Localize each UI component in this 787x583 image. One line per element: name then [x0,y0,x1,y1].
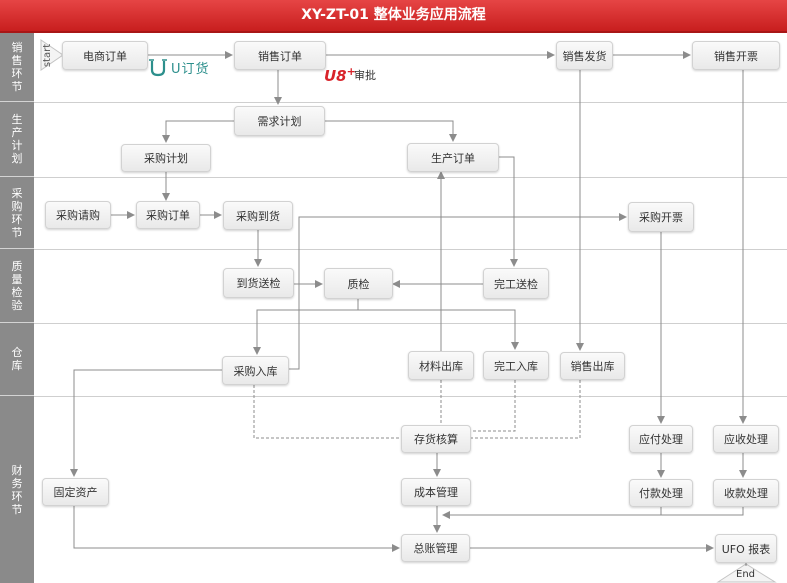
node-sales-outbound[interactable]: 销售出库 [560,352,625,380]
end-label: End [736,569,756,580]
edge-payment-collection-to-ledger [442,507,662,519]
lane-divider [34,177,787,178]
edge-purchase-inbound-to-invoice [289,213,627,370]
u8-logo-plus: + [346,65,356,78]
node-purchase-invoice[interactable]: 采购开票 [628,202,694,232]
edge-demand-to-purchase-plan [162,120,234,143]
lane-label-production: 生产计划 [0,102,34,177]
lane-divider [34,396,787,397]
u8-logo-mark: U8 [324,67,347,85]
lane-sidebar: 销售环节 生产计划 采购环节 质量检验 仓库 财务环节 [0,33,34,583]
edge-dashed-purchase-inbound [253,385,401,439]
lane-label-finance: 财务环节 [11,463,23,516]
node-material-outbound[interactable]: 材料出库 [408,351,474,380]
u8-logo: U8+ [324,65,356,85]
node-purchase-plan[interactable]: 采购计划 [121,144,211,172]
lane-divider [34,323,787,324]
edge-qc-to-purchase-inbound [253,299,359,355]
u-order-logo-mark [149,59,167,77]
node-purchase-request[interactable]: 采购请购 [45,201,111,229]
node-sales-invoice[interactable]: 销售开票 [692,41,780,70]
node-production-order[interactable]: 生产订单 [407,143,499,172]
node-completion-inbound[interactable]: 完工入库 [483,351,549,380]
edge-demand-to-production-order [325,120,457,142]
edge-production-order-to-completion-inspection [499,156,518,267]
lane-divider [34,102,787,103]
start-terminal [40,39,64,71]
node-ecommerce-order[interactable]: 电商订单 [62,41,148,70]
node-receivable-processing[interactable]: 应收处理 [713,425,779,453]
node-completion-inspection[interactable]: 完工送检 [483,268,549,299]
node-sales-shipment[interactable]: 销售发货 [556,41,613,70]
node-fixed-assets[interactable]: 固定资产 [42,478,109,506]
edge-dashed-completion-inbound [471,380,516,432]
lane-label-procurement: 采购环节 [0,177,34,249]
u-order-logo-text: U订货 [171,62,210,77]
lane-divider [34,249,787,250]
end-terminal [716,563,777,583]
start-label: start [42,43,54,68]
node-ufo-report[interactable]: UFO 报表 [715,534,777,563]
edge-fixed-assets-to-ledger [73,506,400,552]
node-purchase-order[interactable]: 采购订单 [136,201,200,229]
edge-qc-to-completion-inbound [358,309,519,350]
node-cost-management[interactable]: 成本管理 [401,478,471,506]
node-payment-processing[interactable]: 付款处理 [629,479,693,507]
lane-label-sales: 销售环节 [0,33,34,102]
edge-purchase-inbound-to-fixed-assets [70,369,222,477]
node-purchase-inbound[interactable]: 采购入库 [222,356,289,385]
diagram-title: XY-ZT-01 整体业务应用流程 [0,0,787,33]
node-general-ledger[interactable]: 总账管理 [401,534,470,562]
lane-label-quality: 质量检验 [0,249,34,323]
u8-approval-label: 审批 [354,69,376,82]
node-collection-processing[interactable]: 收款处理 [713,479,779,507]
edge-dashed-sales-outbound [471,380,581,439]
node-arrival-inspection[interactable]: 到货送检 [223,268,294,298]
lane-label-warehouse: 仓库 [0,323,34,396]
node-sales-order[interactable]: 销售订单 [234,41,326,70]
node-inventory-accounting[interactable]: 存货核算 [401,425,471,453]
node-purchase-arrival[interactable]: 采购到货 [223,201,293,230]
node-quality-check[interactable]: 质检 [324,268,393,299]
edge-collection-join [661,507,744,516]
node-payable-processing[interactable]: 应付处理 [629,425,693,453]
node-demand-plan[interactable]: 需求计划 [234,106,325,136]
